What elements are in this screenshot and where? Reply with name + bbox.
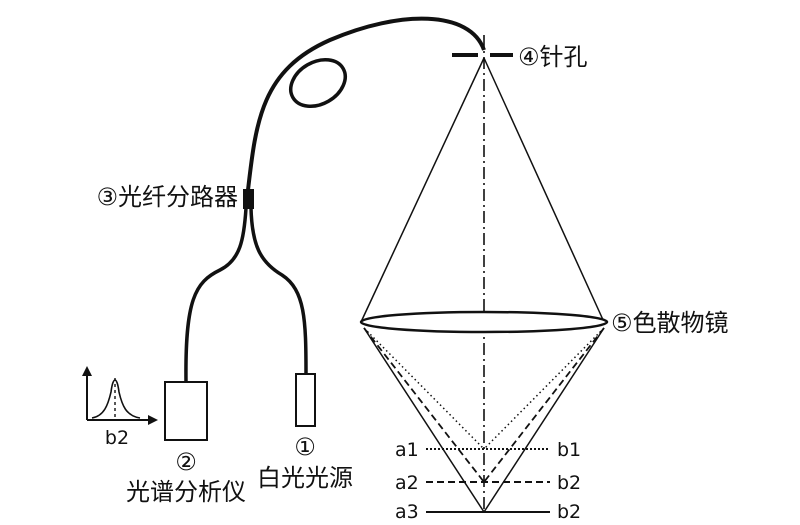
ray-solid-right — [483, 327, 605, 513]
fiber-branch-spectrometer — [184, 207, 248, 383]
label-light-source: 白光光源 — [257, 464, 353, 492]
cone-ray-right — [483, 57, 605, 323]
label-b1: b1 — [557, 439, 581, 461]
fiber-loop — [289, 57, 347, 109]
ray-dashed-right — [483, 327, 605, 483]
spectrometer-box — [164, 381, 208, 441]
label-fiber-splitter: ③光纤分路器 — [96, 183, 238, 211]
label-a1: a1 — [395, 439, 419, 461]
label-a3: a3 — [395, 501, 419, 523]
label-b2-mid: b2 — [557, 472, 581, 494]
ray-solid-left — [363, 327, 485, 513]
label-b2-bottom: b2 — [557, 501, 581, 523]
label-spectrometer: 光谱分析仪 — [126, 478, 246, 506]
fiber-branch-source — [249, 207, 308, 375]
label-a2: a2 — [395, 472, 419, 494]
ray-dotted-left — [363, 327, 485, 450]
label-spectrometer-number: ② — [175, 448, 197, 476]
label-pinhole: ④针孔 — [518, 43, 588, 71]
cone-ray-left — [360, 57, 485, 323]
label-light-source-number: ① — [294, 433, 316, 461]
label-spectrum-axis: b2 — [105, 427, 129, 449]
light-source-box — [295, 373, 316, 427]
fiber-cable-main — [246, 16, 486, 191]
dispersive-lens — [359, 310, 609, 334]
ray-dashed-left — [363, 327, 485, 483]
fiber-splitter — [243, 189, 254, 209]
spectrum-inset — [82, 366, 158, 425]
ray-dotted-right — [483, 327, 605, 450]
label-dispersive-objective: ⑤色散物镜 — [611, 309, 729, 337]
